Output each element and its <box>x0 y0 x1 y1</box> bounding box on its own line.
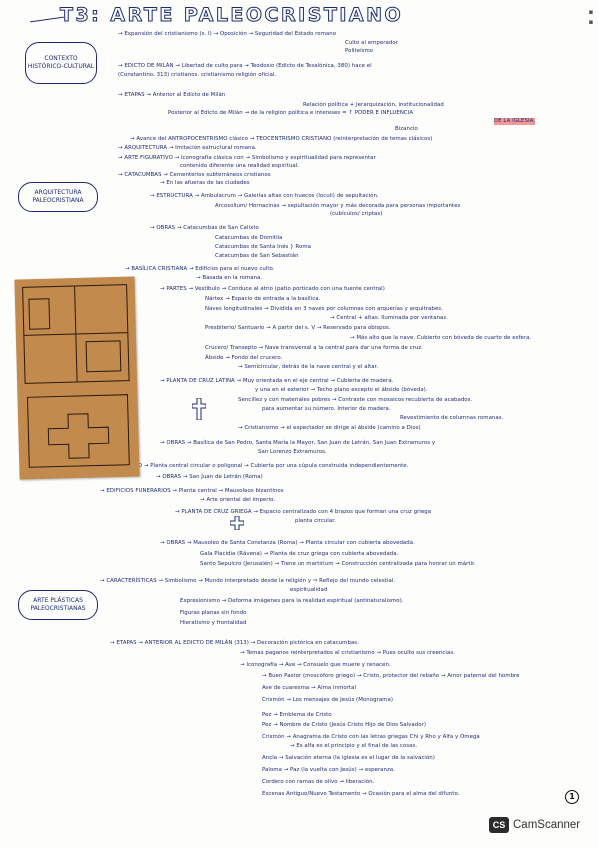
note-line: → OBRAS → Catacumbas de San Calixto <box>150 225 259 231</box>
note-line: → BASÍLICA CRISTIANA → Edificios para el… <box>125 266 275 272</box>
section-box-contexto: CONTEXTO HISTÓRICO-CULTURAL <box>25 42 97 84</box>
note-line: Crucero/ Transepto → Nave transversal a … <box>205 345 424 351</box>
note-line-highlight: DE LA IGLESIA. <box>494 118 535 125</box>
note-line: Ábside → Fondo del crucero. <box>205 355 283 361</box>
note-line: Paloma → Paz (la vuelta con Jesús) → esp… <box>262 767 396 773</box>
section-box-artes-plasticas: ARTE PLÁSTICAS PALEOCRISTIANAS <box>18 590 98 620</box>
note-line: Naves longitudinales → Dividida en 3 nav… <box>205 306 443 312</box>
note-line: → Semicircular, detrás de la nave centra… <box>238 364 379 370</box>
note-line: Bizancio <box>395 126 418 132</box>
basilica-plan-sketch-icon <box>22 284 130 468</box>
note-line: → Buen Pastor (moscóforo griego) → Crist… <box>262 673 520 679</box>
camscanner-label: CamScanner <box>513 819 581 831</box>
note-line: espiritualidad <box>290 587 328 593</box>
note-line: Cordero con ramas de olivo → liberación. <box>262 779 375 785</box>
title-underline <box>30 16 64 23</box>
section-box-arquitectura: ARQUITECTURA PALEOCRISTIANA <box>18 182 98 212</box>
note-line: Figuras planas sin fondo <box>180 610 247 616</box>
note-line: Nártex → Espacio de entrada a la basílic… <box>205 296 321 302</box>
note-line: Culto al emperador <box>345 40 398 46</box>
note-line: Arcosolium/ Hornacinas → sepultación may… <box>215 203 461 209</box>
note-line: → ESTRUCTURA → Ambulacrum → Galerías alt… <box>150 193 379 199</box>
note-line: → Central + altas. Iluminada por ventana… <box>330 315 448 321</box>
page-title: T3: ARTE PALEOCRISTIANO <box>59 4 404 27</box>
note-line: → Basada en la romana. <box>196 275 263 281</box>
note-line: → ARQUITECTURA → Imitación estructural r… <box>118 145 257 151</box>
note-line: Crismón → Los mensajes de Jesús (Monogra… <box>262 697 393 703</box>
note-line: Ancla → Salvación eterna (la iglesia es … <box>262 755 435 761</box>
note-line: → BAPTISTERIO → Planta central circular … <box>100 463 409 469</box>
camscanner-logo-icon: CS <box>489 817 509 833</box>
note-line: Expresionismo → Deforma imágenes para la… <box>180 598 404 604</box>
note-line: Hieratismo y frontalidad <box>180 620 247 626</box>
note-line: → OBRAS → Basílica de San Pedro, Santa M… <box>160 440 436 446</box>
note-line: → EDICTO DE MILÁN → Libertad de culto pa… <box>118 63 372 69</box>
note-line: → Expansión del cristianismo (s. I) → Op… <box>118 31 337 37</box>
note-line: → Arte oriental del imperio. <box>200 497 276 503</box>
note-line: → Avance del ANTROPOCENTRISMO clásico → … <box>130 136 433 142</box>
note-line: → Temas paganos reinterpretados al crist… <box>240 650 455 656</box>
note-line: → OBRAS → San Juan de Letrán (Roma) <box>156 474 263 480</box>
note-line: → PLANTA DE CRUZ LATINA → Muy orientada … <box>160 378 394 384</box>
note-line: (Constantino, 313) cristianos. cristiani… <box>118 72 277 78</box>
note-line: Ave de cuaresma → Alma inmortal <box>262 685 357 691</box>
note-line: contenido diferente una realidad espirit… <box>180 163 299 169</box>
page-number: 1 <box>565 790 579 804</box>
note-line: → ARTE FIGURATIVO → Iconografía clásica … <box>118 155 376 161</box>
note-line: Santo Sepulcro (Jerusalén) → Tiene un ma… <box>200 561 476 567</box>
note-line: Politeísmo <box>345 48 374 54</box>
note-line: Sencillez y con materiales pobres → Cont… <box>238 397 473 403</box>
note-line: Posterior al Edicto de Milán → de la rel… <box>168 110 414 116</box>
note-line: → PLANTA DE CRUZ GRIEGA → Espacio centra… <box>175 509 432 515</box>
note-line: Crismón → Anagrama de Cristo con las let… <box>262 734 480 740</box>
note-line: → ETAPAS → ANTERIOR AL EDICTO DE MILÁN (… <box>110 640 359 646</box>
pasted-photo-basilica-plan <box>14 276 140 480</box>
note-line: → EDIFICIOS FUNERARIOS → Planta central … <box>100 488 284 494</box>
note-line: → Cristianismo → el espectador se dirige… <box>238 425 421 431</box>
note-line: Escenas Antiguo/Nuevo Testamento → Ocasi… <box>262 791 460 797</box>
note-line: → Iconografía → Ave → Consuelo que muere… <box>240 662 391 668</box>
note-line: para aumentar su número. Interior de mad… <box>262 406 391 412</box>
greek-cross-icon <box>230 516 244 530</box>
note-line: → CARACTERÍSTICAS → Simbolismo → Mundo i… <box>100 578 396 584</box>
note-line: Relación política + Jerarquización, inst… <box>303 102 444 108</box>
note-line: y una en el exterior → Techo plano excep… <box>255 387 428 393</box>
note-line: → OBRAS → Mausoleo de Santa Constanza (R… <box>160 540 415 546</box>
edge-mark: ▪ ▪ <box>587 8 595 27</box>
note-line: → En las afueras de las ciudades <box>160 180 250 186</box>
note-line: Pez → Nombre de Cristo (Jesús Cristo Hij… <box>262 722 426 728</box>
note-line: → ETAPAS → Anterior al Edicto de Milán <box>118 92 226 98</box>
note-line: Pez → Emblema de Cristo <box>262 712 332 718</box>
note-line: (cubículos/ criptas) <box>330 211 383 217</box>
note-line: → Más alto que la nave. Cubierto con bóv… <box>350 335 532 341</box>
note-line: Presbiterio/ Santuario → A partir del s.… <box>205 325 391 331</box>
note-line: San Lorenzo Extramuros. <box>258 449 327 455</box>
note-line: → Es alfa es el principio y el final de … <box>290 743 418 749</box>
note-line: Gala Placidia (Rávena) → Planta de cruz … <box>200 551 399 557</box>
note-line: planta circular. <box>295 518 336 524</box>
note-line: → CATACUMBAS → Cementerios subterráneos … <box>118 172 271 178</box>
note-line: Revestimiento de columnas romanas. <box>400 415 504 421</box>
camscanner-watermark: CS CamScanner <box>489 817 580 833</box>
latin-cross-icon <box>192 398 206 420</box>
note-line: Catacumbas de San Sebastián <box>215 253 299 259</box>
note-line: → PARTES → Vestíbulo → Conduce al atrio … <box>160 286 385 292</box>
note-line: Catacumbas de Domitila <box>215 235 283 241</box>
note-line: Catacumbas de Santa Inés } Roma <box>215 244 311 250</box>
